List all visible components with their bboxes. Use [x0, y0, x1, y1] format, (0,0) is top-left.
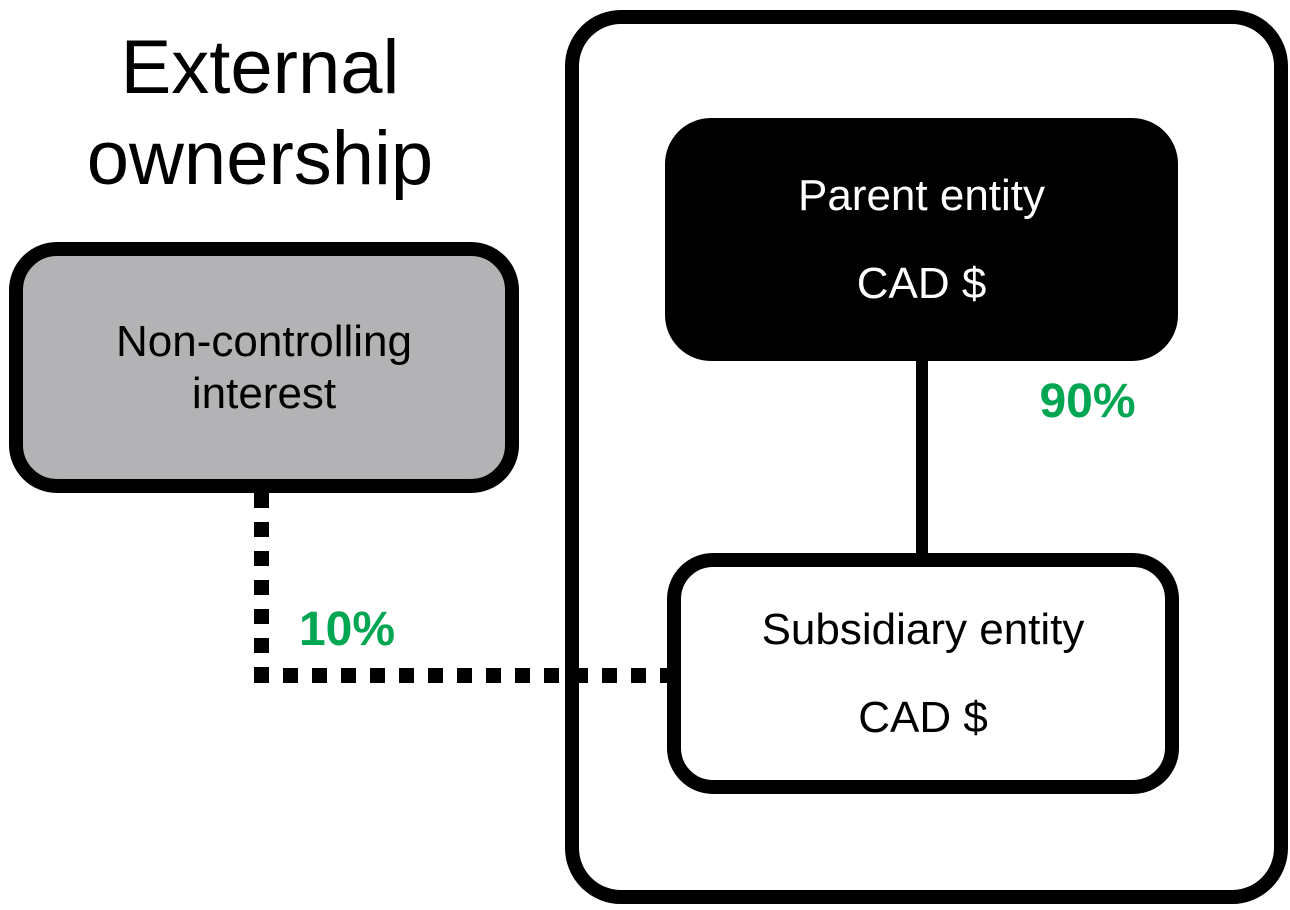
parent-ownership-percent-label: 90%	[1039, 375, 1136, 428]
subsidiary-entity-currency: CAD $	[858, 692, 988, 742]
subsidiary-entity-name: Subsidiary entity	[761, 604, 1085, 654]
subsidiary-entity-box: Subsidiary entity CAD $	[667, 553, 1179, 794]
parent-entity-currency: CAD $	[856, 258, 987, 308]
page-title: External ownership	[86, 25, 434, 201]
nci-ownership-percent-label: 10%	[298, 603, 396, 656]
parent-entity-box: Parent entity CAD $	[665, 118, 1178, 361]
parent-entity-name: Parent entity	[797, 170, 1046, 220]
non-controlling-interest-box: Non-controlling interest	[9, 242, 519, 493]
parent-subsidiary-connector-line	[916, 360, 928, 554]
nci-dotted-connector-horizontal	[254, 668, 668, 683]
non-controlling-interest-label: Non-controlling interest	[116, 316, 412, 418]
nci-dotted-connector-vertical	[254, 493, 269, 668]
